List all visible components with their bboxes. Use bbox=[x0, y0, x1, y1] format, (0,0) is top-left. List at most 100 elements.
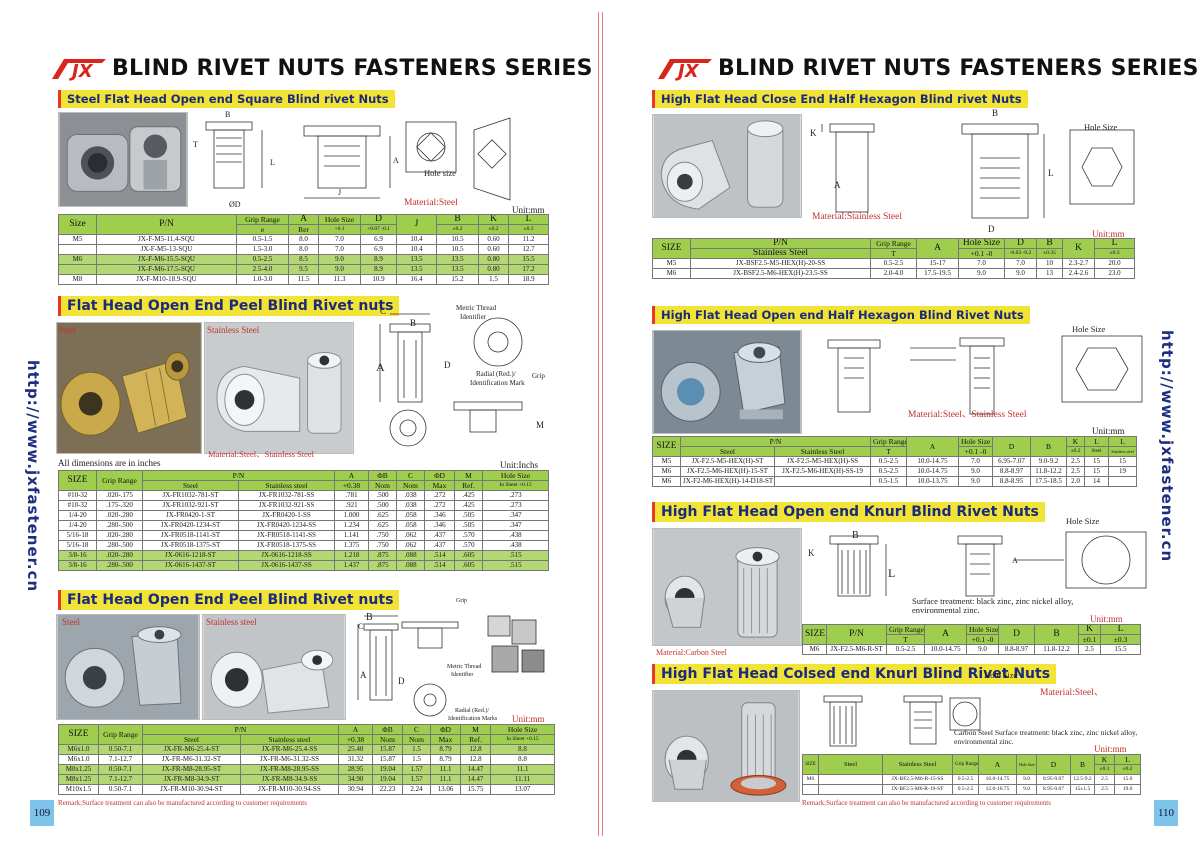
table-cell: 12.8 bbox=[460, 744, 492, 755]
photo-label: Steel bbox=[58, 325, 76, 335]
col-subheader: Steel bbox=[142, 734, 241, 745]
technical-drawing bbox=[352, 612, 552, 724]
table-cell: 13.06 bbox=[430, 784, 462, 795]
table-cell: 5/16-18 bbox=[58, 530, 97, 541]
hole-size-label: Hole Size bbox=[1084, 122, 1118, 132]
table-cell: 2.4-2.6 bbox=[1062, 268, 1095, 279]
table-cell: .505 bbox=[454, 510, 484, 521]
table-cell: .750 bbox=[368, 530, 398, 541]
col-subheader: Stainless steel bbox=[239, 734, 340, 745]
table-cell: .514 bbox=[424, 550, 456, 561]
callout: Grip bbox=[456, 598, 467, 604]
table-cell: 0.60 bbox=[478, 244, 509, 255]
col-subheader: Rer bbox=[288, 224, 319, 235]
table-cell: JX-FR-M8-28.95-SS bbox=[239, 764, 340, 775]
material-label: Material:Steel bbox=[404, 198, 458, 208]
table-cell: .875 bbox=[368, 560, 398, 571]
table-cell bbox=[58, 244, 97, 255]
col-header: Hole Size bbox=[958, 238, 1005, 249]
remark-note: Remark:Surface treatment can also be man… bbox=[802, 799, 1051, 807]
callout: Grip bbox=[532, 372, 545, 380]
table-cell: .058 bbox=[396, 520, 426, 531]
table-cell: 0.5-2.5 bbox=[870, 456, 908, 467]
table-cell: .500 bbox=[368, 490, 398, 501]
table-cell: .346 bbox=[424, 520, 456, 531]
table-cell: JX-F2.5-M6-HEX(H)-SS-19 bbox=[773, 466, 872, 477]
table-cell: 31.32 bbox=[338, 754, 374, 765]
table-cell: JX-FR0420-1-ST bbox=[142, 510, 239, 521]
callout: Identifier bbox=[451, 672, 474, 678]
table-cell: 2.5 bbox=[1094, 784, 1115, 795]
col-header: Stainless Steel bbox=[882, 754, 953, 775]
material-label: Material:Steel、Stainless Steel bbox=[908, 410, 1027, 420]
table-cell: 0.5-2.5 bbox=[870, 258, 917, 269]
table-cell: 2.24 bbox=[402, 784, 432, 795]
table-cell: JX-0616-1218-SS bbox=[237, 550, 336, 561]
product-photo bbox=[652, 330, 802, 434]
col-header: A bbox=[338, 724, 374, 735]
unit-label: Unit:mm bbox=[1090, 614, 1123, 624]
dim-label-a: A bbox=[834, 180, 841, 190]
table-cell: JX-F2-M6-HEX(H)-14-D18-ST bbox=[680, 476, 775, 487]
col-header: SIZE bbox=[58, 470, 97, 491]
table-cell: 1.437 bbox=[334, 560, 370, 571]
table-cell: 0.5-2.5 bbox=[870, 466, 908, 477]
table-cell: 2.5 bbox=[1078, 644, 1101, 655]
table-cell: 2.5 bbox=[1066, 466, 1086, 477]
table-cell: 9.0 bbox=[318, 264, 361, 275]
material-label: Material:Stainless Steel bbox=[812, 212, 902, 222]
col-header: K bbox=[1094, 754, 1115, 765]
table-cell: 25.40 bbox=[338, 744, 374, 755]
table-cell: 14 bbox=[1084, 476, 1110, 487]
table-cell: 1.5 bbox=[402, 744, 432, 755]
col-header: Grip Range bbox=[952, 754, 979, 775]
col-header: B bbox=[1034, 624, 1079, 645]
table-cell: 15-17 bbox=[916, 258, 959, 269]
col-header: B bbox=[1030, 436, 1068, 457]
dim-label-a: A bbox=[360, 670, 367, 680]
side-url[interactable]: http://www.jxfastener.cn bbox=[24, 360, 42, 593]
table-cell: .570 bbox=[454, 530, 484, 541]
table-cell: 1.000 bbox=[334, 510, 370, 521]
col-header: Hole Size bbox=[318, 214, 361, 225]
table-cell: 10.0-13.75 bbox=[906, 476, 960, 487]
table-cell: 2.5 bbox=[1094, 774, 1115, 785]
side-url[interactable]: http://www.jxfastener.cn bbox=[1158, 330, 1176, 563]
dim-label-l: L bbox=[270, 158, 275, 167]
dim-label-d: ØD bbox=[229, 200, 241, 209]
table-cell: .088 bbox=[396, 560, 426, 571]
table-cell: JX-F-M5-11.4-SQU bbox=[96, 234, 237, 245]
technical-drawing bbox=[810, 108, 1150, 228]
table-cell: M8x1.25 bbox=[58, 774, 99, 785]
product-photo bbox=[652, 528, 802, 646]
table-cell: JX-FR0420-1-SS bbox=[237, 510, 336, 521]
table-cell: 13 bbox=[1036, 268, 1063, 279]
table-cell: M6 bbox=[652, 268, 691, 279]
table-cell: JX-F-M6-17.5-SQU bbox=[96, 264, 237, 275]
table-cell: 15±1.5 bbox=[1070, 784, 1095, 795]
table-cell: 10.0-14.75 bbox=[906, 466, 960, 477]
technical-drawing bbox=[364, 300, 544, 450]
product-photo bbox=[652, 690, 800, 802]
table-cell: 19.0 bbox=[1114, 784, 1141, 795]
table-cell: JX-FR-M6-31.32-SS bbox=[239, 754, 340, 765]
dim-label-b: B bbox=[992, 108, 999, 118]
col-subheader: Ref. bbox=[454, 480, 484, 491]
table-cell: JX-0616-1218-ST bbox=[142, 550, 239, 561]
col-subheader: Steel bbox=[1084, 446, 1110, 457]
table-cell: JX-F-M10-18.9-SQU bbox=[96, 274, 237, 285]
section-title: High Flat Head Open end Knurl Blind Rive… bbox=[652, 502, 1045, 522]
table-cell: 16.4 bbox=[396, 274, 437, 285]
col-header: B bbox=[1070, 754, 1095, 775]
col-header: L bbox=[508, 214, 549, 225]
table-cell: 8.95-9.07 bbox=[1036, 784, 1071, 795]
table-cell: 8.5 bbox=[288, 254, 319, 265]
col-header: Hole Size bbox=[482, 470, 550, 481]
col-header: SIZE bbox=[58, 724, 99, 745]
table-cell: 9.0 bbox=[958, 466, 994, 477]
